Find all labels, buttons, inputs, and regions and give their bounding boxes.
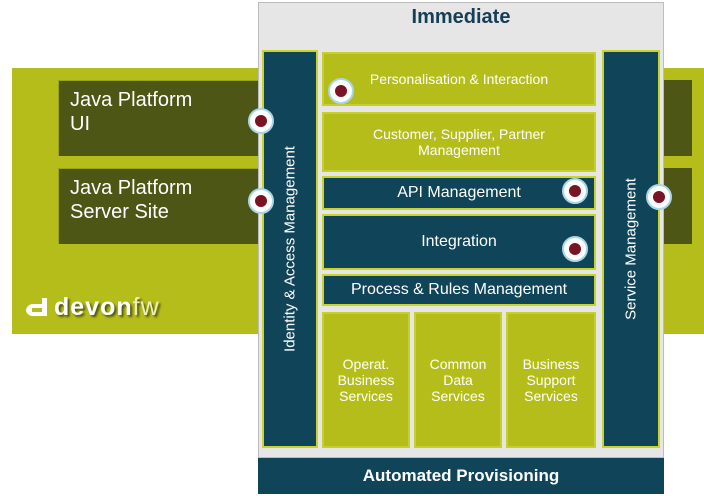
api-management-label: API Management [397, 184, 521, 201]
java-platform-server-box: Java Platform Server Site [58, 168, 270, 244]
service-management-label: Service Management [622, 178, 640, 320]
customer-label-line2: Management [418, 142, 500, 158]
java-platform-server-line2: Server Site [70, 201, 169, 223]
devonfw-logo-text: devonfw [54, 292, 160, 321]
java-platform-ui-line2: UI [70, 113, 90, 135]
process-rules-label: Process & Rules Management [350, 281, 568, 298]
java-platform-ui-line1: Java Platform [70, 89, 193, 111]
service-box-common-data: Common Data Services [414, 312, 502, 448]
java-platform-server-line1: Java Platform [70, 177, 193, 199]
service-label-line2: Business [337, 372, 395, 388]
automated-provisioning-bar: Automated Provisioning [258, 458, 664, 494]
personalisation-label: Personalisation & Interaction [369, 71, 549, 87]
connector-dot-icon [248, 188, 274, 214]
service-label-line3: Services [431, 388, 485, 404]
service-box-business-support: Business Support Services [506, 312, 596, 448]
service-label-line1: Business [522, 356, 580, 372]
service-label-line3: Services [524, 388, 578, 404]
connector-dot-icon [562, 178, 588, 204]
identity-access-label: Identity & Access Management [281, 146, 299, 352]
service-label-line3: Services [339, 388, 393, 404]
service-label-line1: Operat. [342, 356, 390, 372]
automated-provisioning-label: Automated Provisioning [362, 466, 560, 485]
process-rules-layer: Process & Rules Management [322, 274, 596, 306]
connector-dot-icon [328, 78, 354, 104]
integration-label: Integration [421, 233, 497, 250]
integration-layer: Integration [322, 214, 596, 270]
service-label-line2: Data [443, 372, 473, 388]
identity-access-column: Identity & Access Management [262, 50, 318, 448]
java-platform-ui-box: Java Platform UI [58, 80, 270, 156]
api-management-layer: API Management [322, 176, 596, 210]
service-label-line1: Common [429, 356, 487, 372]
devonfw-logo: devonfw [24, 292, 160, 322]
customer-layer: Customer, Supplier, Partner Management [322, 112, 596, 172]
devonfw-logo-icon [26, 298, 47, 317]
diagram-title: Immediate [411, 6, 511, 28]
personalisation-layer: Personalisation & Interaction [322, 52, 596, 106]
service-box-operational: Operat. Business Services [322, 312, 410, 448]
service-management-column: Service Management [602, 50, 660, 448]
connector-dot-icon [646, 184, 672, 210]
connector-dot-icon [248, 108, 274, 134]
connector-dot-icon [562, 236, 588, 262]
service-label-line2: Support [526, 372, 576, 388]
customer-label-line1: Customer, Supplier, Partner [373, 126, 545, 142]
